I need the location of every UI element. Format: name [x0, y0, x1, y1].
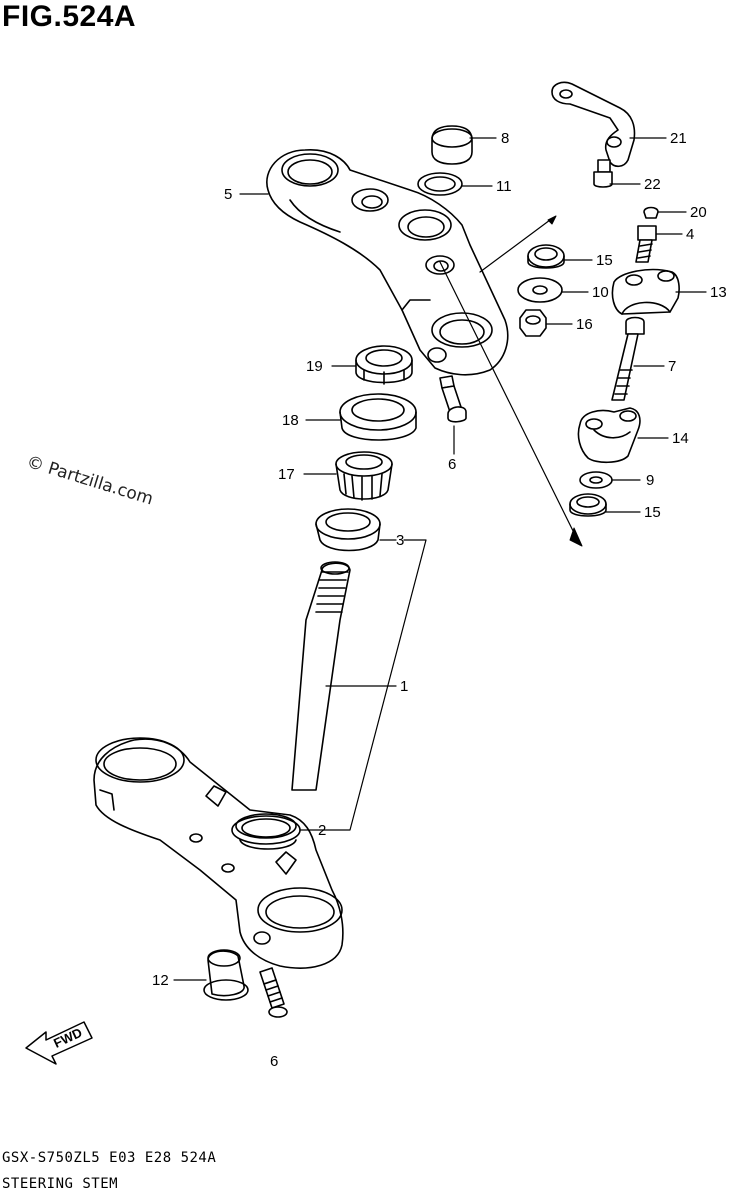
callout-5: 5: [224, 186, 232, 203]
callout-6-upper: 6: [448, 456, 456, 473]
bearing-part-17[interactable]: [335, 451, 393, 501]
upper-bracket-part[interactable]: [266, 149, 509, 376]
callout-6-lower: 6: [270, 1053, 278, 1070]
dust-seal-part-18[interactable]: [339, 393, 417, 441]
handlebar-holder-upper[interactable]: [611, 268, 680, 315]
callout-14: 14: [672, 430, 689, 447]
lock-nut-part-19[interactable]: [355, 345, 413, 385]
callout-3: 3: [396, 532, 404, 549]
dust-seal-part-2[interactable]: [235, 813, 297, 839]
callout-18: 18: [282, 412, 299, 429]
callout-15-upper: 15: [596, 252, 613, 269]
callout-20: 20: [690, 204, 707, 221]
callout-19: 19: [306, 358, 323, 375]
callout-10: 10: [592, 284, 609, 301]
washer-part-10[interactable]: [517, 277, 563, 303]
bolt-part-22[interactable]: [593, 159, 613, 188]
seal-part-15-upper[interactable]: [527, 244, 565, 269]
bolt-part-4[interactable]: [635, 225, 657, 263]
callout-12: 12: [152, 972, 169, 989]
callout-4: 4: [686, 226, 694, 243]
callout-21: 21: [670, 130, 687, 147]
callout-8: 8: [501, 130, 509, 147]
assembly-name: STEERING STEM: [2, 1176, 119, 1192]
seal-part-15-lower[interactable]: [569, 493, 607, 517]
callout-labels: 5 8 11 21 22 20 4 15 10 16 13 7 14 9 15 …: [51, 130, 727, 1070]
bearing-race-part-3[interactable]: [315, 508, 381, 552]
model-code: GSX-S750ZL5 E03 E28 524A: [2, 1150, 217, 1166]
bolt-part-6-upper[interactable]: [439, 375, 467, 423]
washer-part-11[interactable]: [417, 172, 463, 196]
callout-22: 22: [644, 176, 661, 193]
callout-2: 2: [318, 822, 326, 839]
handlebar-holder-lower[interactable]: [577, 407, 641, 464]
figure-title: FIG.524A: [2, 0, 137, 33]
bolt-part-7[interactable]: [611, 316, 645, 401]
steering-stem-part-1[interactable]: [93, 561, 351, 969]
washer-part-9[interactable]: [579, 471, 613, 489]
callout-11: 11: [496, 178, 512, 195]
reference-line: [439, 261, 581, 546]
callout-16: 16: [576, 316, 593, 333]
cap-part[interactable]: [431, 125, 473, 165]
callout-17: 17: [278, 466, 295, 483]
bracket-part-21[interactable]: [551, 81, 636, 168]
nut-part-16[interactable]: [519, 309, 547, 337]
callout-15-lower: 15: [644, 504, 661, 521]
fwd-arrow-icon: [25, 1021, 93, 1065]
bolt-part-6-lower[interactable]: [259, 967, 288, 1018]
callout-9: 9: [646, 472, 654, 489]
callout-1: 1: [400, 678, 408, 695]
callout-7: 7: [668, 358, 676, 375]
leader-lines: [173, 137, 707, 981]
callout-13: 13: [710, 284, 727, 301]
cap-part-12[interactable]: [203, 949, 249, 1001]
cap-part-20[interactable]: [643, 206, 659, 219]
